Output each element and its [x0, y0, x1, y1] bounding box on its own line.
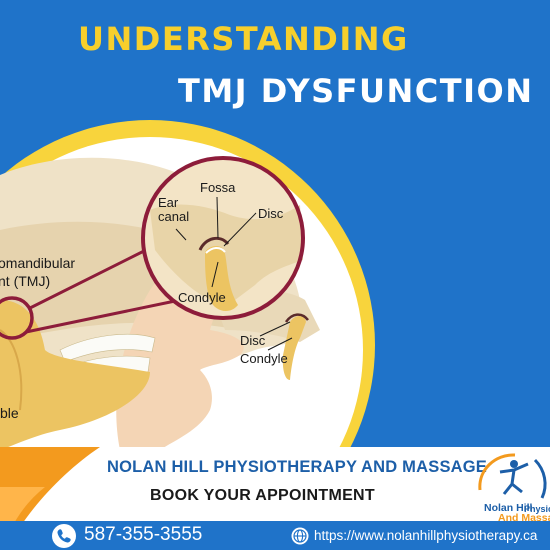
small-magnifier-ring: [0, 296, 34, 340]
title-line-2: TMJ DYSFUNCTION: [178, 72, 534, 110]
title-line-1: UNDERSTANDING: [78, 20, 409, 58]
mandible-bone: [0, 300, 150, 450]
logo-text-line1: Nolan Hill: [484, 502, 533, 514]
phone-icon: [52, 524, 76, 548]
globe-icon: [291, 527, 309, 545]
contact-bar: [0, 521, 550, 550]
label-tmj-line1: omandibular: [0, 255, 75, 271]
phone-number[interactable]: 587-355-3555: [84, 524, 203, 545]
logo-text-line2: And Massage: [498, 512, 550, 524]
label-fossa: Fossa: [200, 180, 236, 195]
book-appointment-text[interactable]: BOOK YOUR APPOINTMENT: [150, 487, 375, 504]
website-link[interactable]: https://www.nolanhillphysiotherapy.ca: [314, 528, 538, 543]
footer-background: [0, 447, 550, 527]
large-magnifier: Fossa Ear canal Disc Condyle: [141, 156, 305, 351]
label-disc-bottom: Disc: [240, 333, 266, 348]
logo-text-line1b: Physiot: [524, 504, 550, 514]
label-disc-top: Disc: [258, 206, 284, 221]
label-mandible: ble: [0, 405, 19, 421]
label-condyle-top: Condyle: [178, 290, 226, 305]
clinic-logo: [478, 453, 547, 499]
label-canal: canal: [158, 209, 189, 224]
business-name: NOLAN HILL PHYSIOTHERAPY AND MASSAGE: [107, 458, 488, 476]
label-condyle-bottom: Condyle: [240, 351, 288, 366]
label-tmj-line2: nt (TMJ): [0, 273, 50, 289]
label-ear: Ear: [158, 195, 179, 210]
